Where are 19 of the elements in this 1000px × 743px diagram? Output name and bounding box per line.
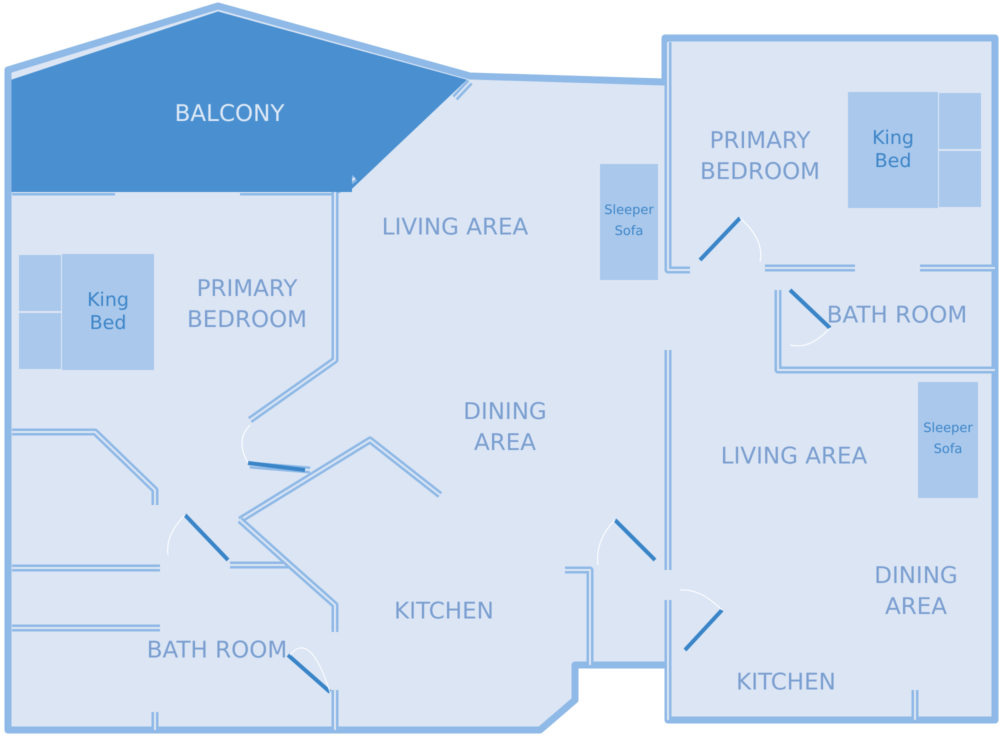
room-label: KITCHEN	[735, 668, 837, 698]
sofa-symbol	[916, 380, 980, 500]
room-label: DINING AREA	[462, 398, 548, 458]
room-label: BATH ROOM	[146, 636, 288, 666]
room-label: BATH ROOM	[826, 302, 968, 330]
bed-symbol	[18, 254, 154, 370]
furniture-label: Sleeper Sofa	[603, 202, 655, 241]
room-label: DINING AREA	[873, 562, 959, 622]
room-label: PRIMARY BEDROOM	[698, 127, 822, 187]
furniture-label: Sleeper Sofa	[922, 420, 974, 459]
furniture-label: King Bed	[871, 127, 915, 173]
bed-symbol	[848, 92, 982, 208]
room-label: BALCONY	[174, 101, 286, 127]
furniture-label: King Bed	[86, 289, 130, 335]
room-label: LIVING AREA	[720, 442, 868, 472]
room-label: KITCHEN	[393, 598, 495, 626]
room-label: LIVING AREA	[380, 214, 530, 242]
room-label: PRIMARY BEDROOM	[186, 275, 308, 335]
sofa-symbol	[598, 162, 660, 282]
